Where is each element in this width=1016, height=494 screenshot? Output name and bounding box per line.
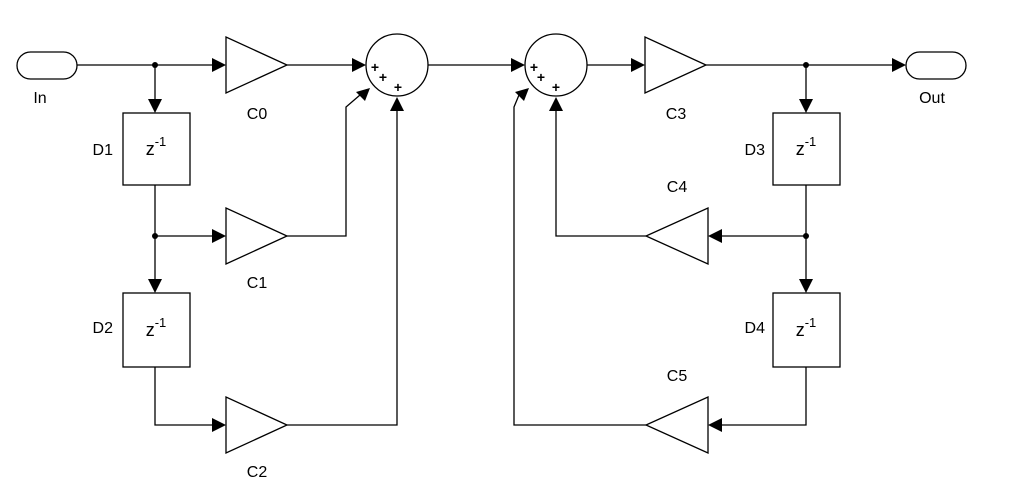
gain-c0-triangle[interactable] xyxy=(225,35,289,95)
arrow-into-c3 xyxy=(631,58,645,72)
sum-block-2-sign-3: + xyxy=(552,79,560,95)
sum-block-1-sign-3: + xyxy=(394,79,402,95)
arrow-into-d1 xyxy=(148,99,162,113)
gain-c5[interactable]: C5 xyxy=(644,368,709,455)
gain-c4[interactable]: C4 xyxy=(644,179,709,266)
arrow-into-c1 xyxy=(212,229,226,243)
delay-d3-operator: z-1 xyxy=(796,134,817,159)
arrowheads xyxy=(148,58,906,432)
sum-block-2-circle[interactable] xyxy=(524,33,588,97)
delay-d2-operator: z-1 xyxy=(146,315,167,340)
arrow-into-c2 xyxy=(212,418,226,432)
junction-in xyxy=(152,62,158,68)
arrow-into-d3 xyxy=(799,99,813,113)
arrow-into-sum2-bottom xyxy=(549,97,563,111)
gain-c1-triangle[interactable] xyxy=(225,206,289,266)
arrow-into-c4 xyxy=(708,229,722,243)
arrow-into-c5 xyxy=(708,418,722,432)
wire-c4-to-sum2 xyxy=(555,107,646,237)
delay-d4-box[interactable] xyxy=(772,292,841,368)
delay-d3[interactable]: z-1 D3 xyxy=(745,112,841,186)
arrow-into-sum1-left xyxy=(352,58,366,72)
gain-c2-label: C2 xyxy=(247,464,268,481)
arrow-into-sum2-left xyxy=(511,58,525,72)
delay-d2[interactable]: z-1 D2 xyxy=(93,292,191,368)
junctions xyxy=(152,62,809,239)
sum-block-2-sign-1: + xyxy=(530,59,538,75)
gain-c0-label: C0 xyxy=(247,106,268,123)
gain-c2-triangle[interactable] xyxy=(225,395,289,455)
gain-c3-triangle[interactable] xyxy=(644,35,708,95)
output-port-label: Out xyxy=(919,90,945,107)
wire-c2-to-sum1 xyxy=(287,107,398,426)
sum-block-1[interactable]: + + + xyxy=(365,33,429,97)
gain-c5-triangle[interactable] xyxy=(644,395,709,455)
delay-d4-label: D4 xyxy=(745,320,766,337)
arrow-into-c0 xyxy=(212,58,226,72)
delay-d3-label: D3 xyxy=(745,142,766,159)
gain-c1-label: C1 xyxy=(247,275,268,292)
output-port-shape[interactable] xyxy=(905,51,967,80)
delay-d3-box[interactable] xyxy=(772,112,841,186)
input-port[interactable]: In xyxy=(16,51,78,107)
wire-d2-to-c2 xyxy=(154,367,216,426)
sum-block-2[interactable]: + + + xyxy=(524,33,588,97)
wire-c1-to-sum1 xyxy=(287,94,361,237)
arrow-into-sum2-diag xyxy=(515,88,529,101)
gain-c4-label: C4 xyxy=(667,179,688,196)
arrow-into-d2 xyxy=(148,279,162,293)
gain-c1[interactable]: C1 xyxy=(225,206,289,292)
wire-d4-to-c5 xyxy=(718,367,807,426)
arrow-into-sum1-bottom xyxy=(390,97,404,111)
output-port[interactable]: Out xyxy=(905,51,967,107)
delay-d4[interactable]: z-1 D4 xyxy=(745,292,841,368)
gain-c2[interactable]: C2 xyxy=(225,395,289,481)
input-port-shape[interactable] xyxy=(16,51,78,80)
delay-d1-operator: z-1 xyxy=(146,134,167,159)
gain-c3-label: C3 xyxy=(666,106,687,123)
delay-d4-operator: z-1 xyxy=(796,315,817,340)
gain-c3[interactable]: C3 xyxy=(644,35,708,123)
arrow-into-sum1-diag xyxy=(356,88,370,101)
sum-block-2-sign-2: + xyxy=(537,69,545,85)
junction-d1-out xyxy=(152,233,158,239)
arrow-into-out xyxy=(892,58,906,72)
sum-block-1-circle[interactable] xyxy=(365,33,429,97)
junction-out xyxy=(803,62,809,68)
gain-c5-label: C5 xyxy=(667,368,688,385)
sum-block-1-sign-1: + xyxy=(371,59,379,75)
delay-d2-label: D2 xyxy=(93,320,114,337)
gain-c0[interactable]: C0 xyxy=(225,35,289,123)
delay-d1-label: D1 xyxy=(93,142,114,159)
sum-block-1-sign-2: + xyxy=(379,69,387,85)
junction-d3-out xyxy=(803,233,809,239)
delay-d1[interactable]: z-1 D1 xyxy=(93,112,191,186)
gain-c4-triangle[interactable] xyxy=(644,206,709,266)
wire-c5-to-sum2 xyxy=(513,94,646,426)
arrow-into-d4 xyxy=(799,279,813,293)
input-port-label: In xyxy=(33,90,46,107)
delay-d1-box[interactable] xyxy=(122,112,191,186)
delay-d2-box[interactable] xyxy=(122,292,191,368)
